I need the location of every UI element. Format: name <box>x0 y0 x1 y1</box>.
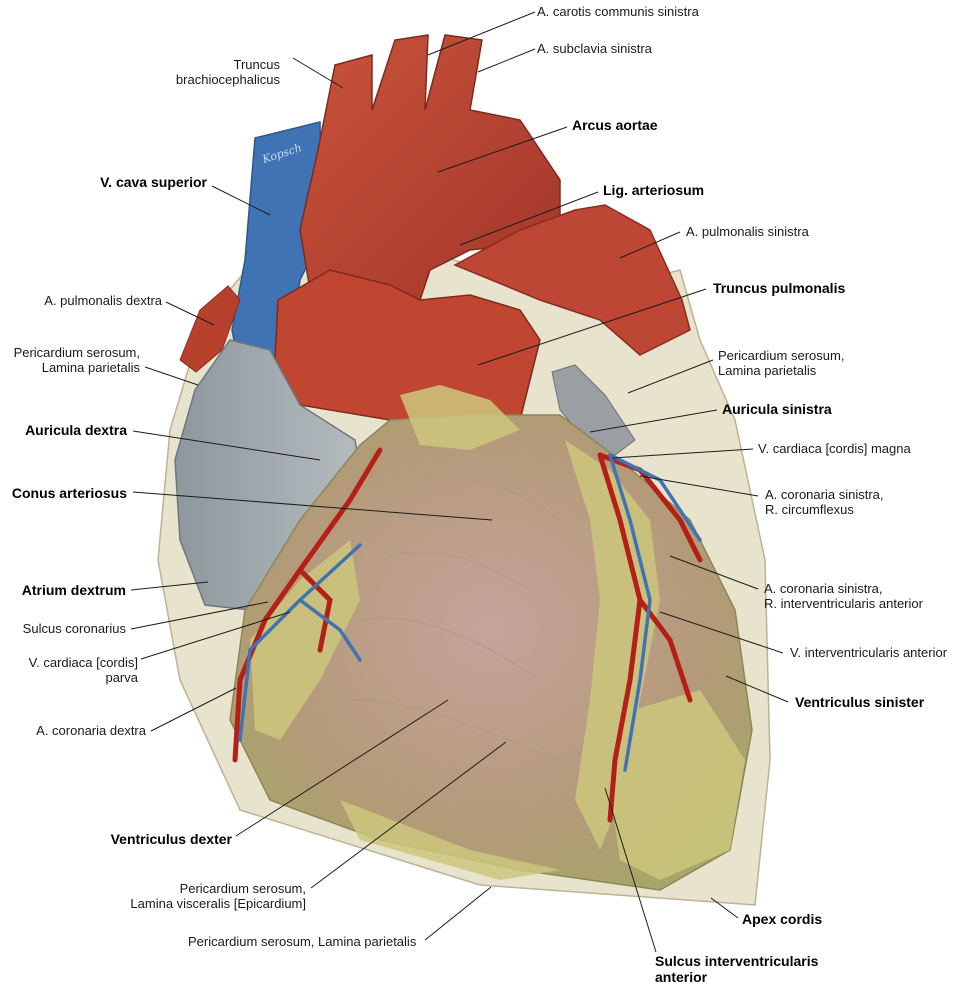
leader-lines <box>130 11 789 953</box>
label-pericardium-right-2: Lamina parietalis <box>718 363 817 378</box>
epicardial-fat <box>250 385 745 880</box>
label-v-cardiaca-magna: V. cardiaca [cordis] magna <box>758 441 911 456</box>
label-coronaria-sinistra-circumflexus-1: A. coronaria sinistra, <box>765 487 884 502</box>
label-ventriculus-sinister: Ventriculus sinister <box>795 694 925 710</box>
pulmonary-artery-left <box>453 204 691 356</box>
label-coronaria-sinistra-interventricularis-2: R. interventricularis anterior <box>764 596 923 611</box>
label-a-pulmonalis-sinistra: A. pulmonalis sinistra <box>686 224 809 239</box>
label-ventriculus-dexter: Ventriculus dexter <box>110 831 232 847</box>
label-a-pulmonalis-dextra: A. pulmonalis dextra <box>44 293 162 308</box>
cardiac-veins <box>238 453 702 772</box>
aortic-arch <box>299 34 561 301</box>
label-v-interventricularis-anterior: V. interventricularis anterior <box>790 645 948 660</box>
pulmonary-artery-right <box>179 285 241 373</box>
label-v-cardiaca-parva-2: parva <box>105 670 138 685</box>
label-pericardium-left-2: Lamina parietalis <box>41 360 140 375</box>
label-epicardium-1: Pericardium serosum, <box>179 881 306 896</box>
label-a-subclavia-sinistra: A. subclavia sinistra <box>537 41 652 56</box>
label-atrium-dextrum: Atrium dextrum <box>21 582 126 598</box>
label-lig-arteriosum: Lig. arteriosum <box>603 182 705 198</box>
label-sulcus-interventricularis-2: anterior <box>655 969 708 985</box>
epicardium-surface-lines <box>349 476 561 761</box>
label-apex-cordis: Apex cordis <box>742 911 823 927</box>
label-arcus-aortae: Arcus aortae <box>572 117 658 133</box>
label-v-cava-superior: V. cava superior <box>100 174 207 190</box>
label-truncus-brachiocephalicus-1: Truncus <box>233 57 280 72</box>
label-pericardium-bottom: Pericardium serosum, Lamina parietalis <box>188 934 417 949</box>
label-auricula-dextra: Auricula dextra <box>25 422 127 438</box>
label-coronaria-sinistra-interventricularis-1: A. coronaria sinistra, <box>764 581 883 596</box>
label-coronaria-sinistra-circumflexus-2: R. circumflexus <box>765 502 854 517</box>
label-a-coronaria-dextra: A. coronaria dextra <box>36 723 146 738</box>
pulmonary-trunk <box>274 269 541 431</box>
label-pericardium-left-1: Pericardium serosum, <box>13 345 140 360</box>
label-truncus-pulmonalis: Truncus pulmonalis <box>713 280 846 296</box>
label-auricula-sinistra: Auricula sinistra <box>722 401 832 417</box>
label-v-cardiaca-parva-1: V. cardiaca [cordis] <box>28 655 138 670</box>
auricula-sinistra <box>551 364 636 456</box>
label-a-carotis-communis-sinistra: A. carotis communis sinistra <box>537 4 699 19</box>
label-truncus-brachiocephalicus-2: brachiocephalicus <box>175 72 280 87</box>
label-sulcus-interventricularis-1: Sulcus interventricularis <box>655 953 819 969</box>
label-epicardium-2: Lamina visceralis [Epicardium] <box>130 896 306 911</box>
label-pericardium-right-1: Pericardium serosum, <box>718 348 845 363</box>
label-conus-arteriosus: Conus arteriosus <box>11 485 127 501</box>
label-sulcus-coronarius: Sulcus coronarius <box>22 621 126 636</box>
